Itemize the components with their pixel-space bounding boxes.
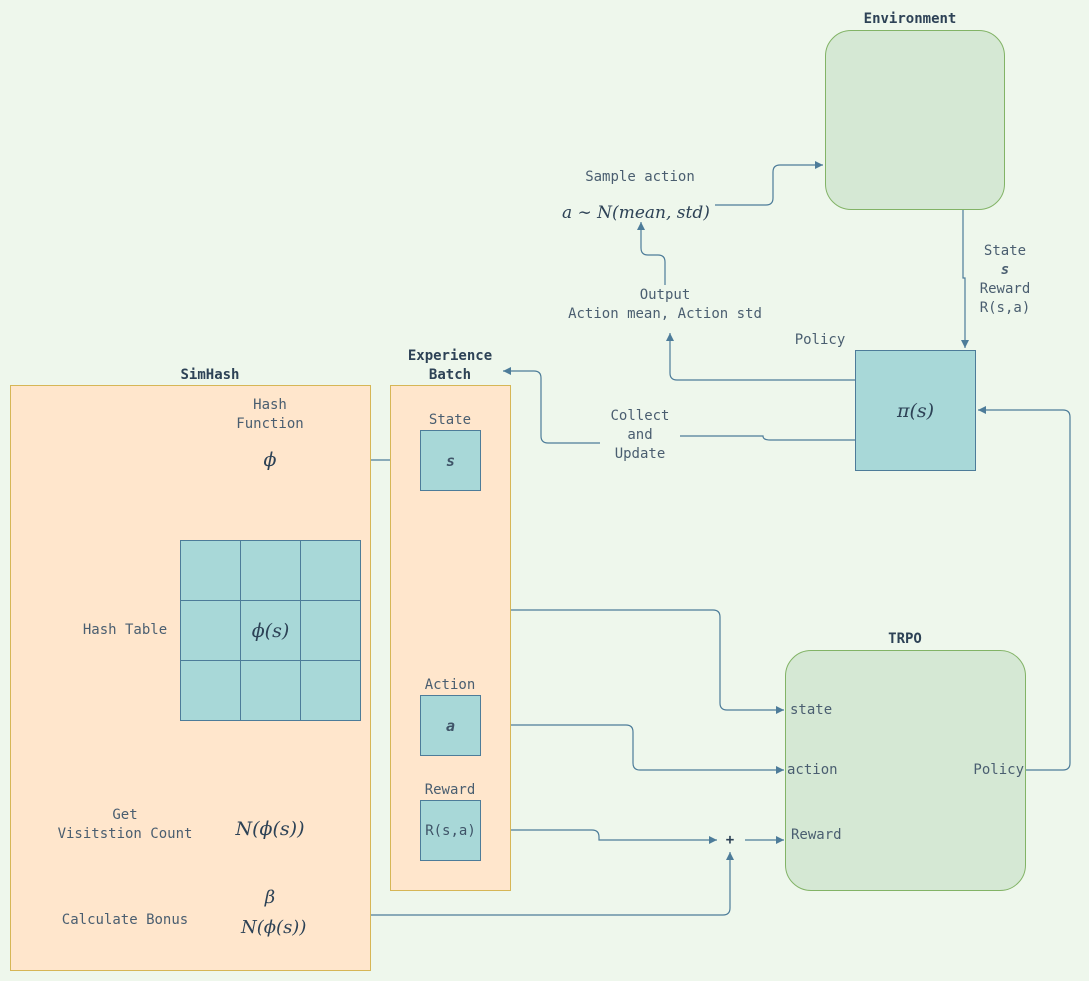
policy-box: π(s) [855, 350, 976, 471]
hash-phi: ϕ [263, 449, 277, 471]
state-reward-r: R(s,a) [979, 300, 1031, 316]
visitation-count-label: Get Visitstion Count [40, 806, 210, 844]
hash-table-cell [241, 541, 301, 601]
output-line2: Action mean, Action std [568, 306, 762, 322]
environment-title: Environment [863, 11, 957, 27]
trpo-reward-port: Reward [791, 827, 842, 843]
sample-action-formula: a ∼ N(mean, std) [562, 203, 710, 223]
collect-update-label: Collect and Update [600, 407, 680, 464]
trpo-box [785, 650, 1026, 891]
collect-line3: Update [614, 446, 666, 462]
bonus-numerator: β [264, 886, 276, 908]
edge-collect-to-batch [503, 367, 605, 444]
batch-state-value: s [445, 451, 456, 470]
trpo-action-port: action [787, 762, 838, 778]
experience-batch-title: Experience Batch [390, 347, 510, 385]
collect-line1: Collect [610, 408, 670, 424]
edge-output-to-sample [637, 222, 666, 285]
edge-policy-to-batch [670, 435, 855, 441]
policy-label: Policy [794, 332, 846, 348]
state-reward-state: State [983, 243, 1027, 259]
trpo-title: TRPO [888, 631, 922, 647]
hash-table-label: Hash Table [82, 622, 168, 638]
batch-action-box: a [420, 695, 481, 756]
edge-reward-to-sum [480, 829, 717, 844]
edge-action-to-env [715, 161, 823, 206]
batch-state-box: s [420, 430, 481, 491]
batch-action-label: Action [424, 677, 476, 693]
hash-table-cell [241, 661, 301, 721]
visitation-line2: Visitstion Count [57, 826, 193, 842]
batch-reward-value: R(s,a) [425, 822, 476, 839]
edge-trpo-to-policy [978, 406, 1071, 771]
batch-action-value: a [445, 716, 456, 735]
hash-table-cell [301, 601, 361, 661]
environment-box [825, 30, 1005, 210]
hash-table-cell [301, 541, 361, 601]
visitation-line1: Get [112, 807, 138, 823]
policy-formula: π(s) [896, 399, 935, 422]
trpo-policy-port: Policy [973, 762, 1024, 778]
experience-batch-title-line1: Experience [407, 348, 493, 364]
batch-state-label: State [428, 412, 472, 428]
edge-bonus-to-sum [320, 852, 734, 916]
hash-function-line2: Function [236, 416, 304, 432]
output-label: Output Action mean, Action std [545, 286, 785, 324]
simhash-title: SimHash [180, 367, 240, 383]
edge-action-to-trpo [480, 724, 784, 774]
hash-function-line1: Hash [253, 397, 287, 413]
trpo-state-port: state [790, 702, 833, 718]
hash-table: ϕ(s) [180, 540, 361, 721]
edge-env-to-policy [961, 210, 969, 348]
output-line1: Output [639, 287, 691, 303]
hash-function-label: Hash Function [220, 396, 320, 434]
hash-table-cell [181, 601, 241, 661]
bonus-denominator: N(ϕ(s)) [241, 917, 307, 938]
hash-table-cell-value: ϕ(s) [251, 619, 290, 642]
collect-line2: and [627, 427, 653, 443]
hash-table-cell [181, 541, 241, 601]
sample-action-label: Sample action [585, 169, 695, 185]
hash-table-cell [301, 661, 361, 721]
state-reward-s: s [1000, 262, 1010, 278]
edge-policy-to-output [666, 333, 855, 381]
hash-table-cell [181, 661, 241, 721]
state-reward-label: State s Reward R(s,a) [965, 242, 1045, 318]
batch-reward-label: Reward [424, 782, 476, 798]
sum-node: + [725, 832, 735, 848]
bonus-label: Calculate Bonus [61, 912, 189, 928]
visitation-formula: N(ϕ(s)) [235, 818, 305, 840]
experience-batch-title-line2: Batch [428, 367, 472, 383]
state-reward-reward: Reward [979, 281, 1031, 297]
hash-table-cell-center: ϕ(s) [241, 601, 301, 661]
batch-reward-box: R(s,a) [420, 800, 481, 861]
